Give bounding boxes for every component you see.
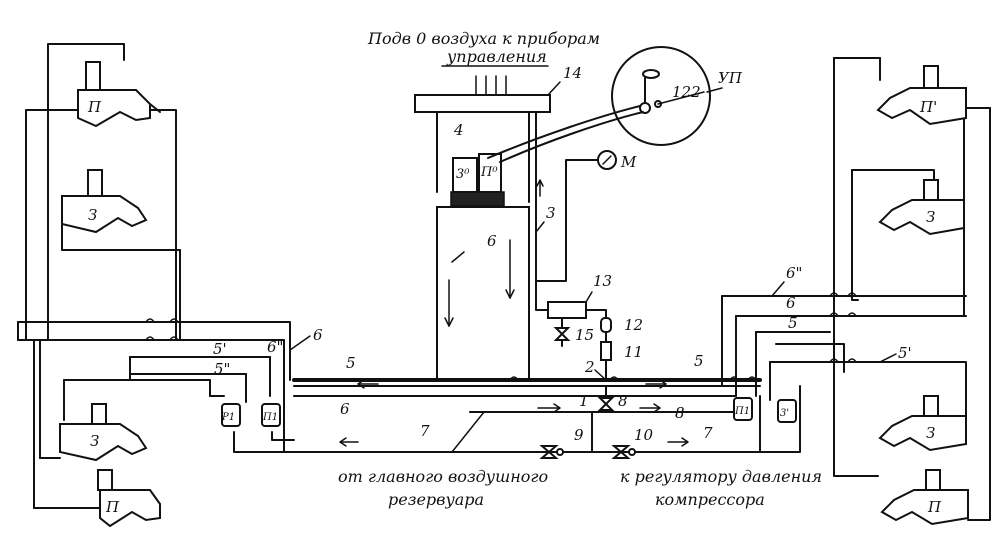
- unit-right-p-top: П': [919, 98, 937, 116]
- right-valve-3-label: 3': [780, 408, 789, 419]
- caption-bottom-right-line2: компрессора: [655, 490, 765, 509]
- left-valve-p1-label: П1: [262, 412, 278, 423]
- callout-6-left: 6: [313, 326, 323, 344]
- left-valve-p1: [261, 403, 281, 427]
- callout-5pp-left: 5": [214, 360, 230, 378]
- right-unit-p-bottom: П: [880, 469, 969, 526]
- left-valve-r1: [221, 403, 241, 427]
- pipe-crossings: [145, 292, 857, 381]
- callout-3-block: 3⁰: [456, 167, 470, 182]
- right-valve-3: [777, 399, 797, 423]
- callout-6pp-left: 6": [267, 338, 283, 356]
- right-valve-p1: [733, 397, 753, 421]
- right-valve-p1-label: П1: [734, 406, 750, 417]
- callout-8-b: 8: [675, 404, 685, 422]
- left-valve-r1-label: Р1: [221, 412, 235, 423]
- callout-15: 15: [575, 326, 594, 344]
- callout-5p-right: 5': [898, 344, 912, 362]
- left-unit-z-top: З: [61, 169, 148, 234]
- valve-8: [597, 397, 615, 411]
- callout-4: 4: [453, 121, 464, 139]
- right-unit-p-top: П': [876, 65, 967, 126]
- callout-5p-left: 5': [213, 340, 227, 358]
- callout-7-left: 7: [420, 422, 430, 440]
- right-unit-z-top: З: [878, 179, 965, 236]
- right-unit-z-bottom: З: [878, 395, 967, 452]
- callout-6-mid: 6: [487, 232, 497, 250]
- callout-11: 11: [624, 343, 643, 361]
- unit-right-z-top: З: [926, 208, 935, 226]
- callout-5-right-b: 5: [788, 314, 798, 332]
- pipe-3: [535, 111, 599, 282]
- housing-4: [436, 111, 530, 203]
- unit-right-z-bottom: З: [926, 424, 935, 442]
- callout-8-a: 8: [618, 392, 628, 410]
- callout-7-right: 7: [703, 424, 713, 442]
- callout-m: М: [620, 153, 637, 171]
- caption-bottom-left-line2: резервуара: [388, 490, 484, 509]
- main-tank: [436, 206, 530, 381]
- caption-bottom-left-line1: от главного воздушного: [338, 467, 548, 486]
- callout-6-low: 6: [340, 400, 350, 418]
- unit-left-p-top: П: [87, 98, 102, 116]
- callout-6pp-right: 6": [786, 264, 802, 282]
- left-unit-z-bottom: З: [59, 403, 148, 462]
- caption-top-line1: Подв 0 воздуха к приборам: [367, 29, 600, 48]
- filter-13: [547, 301, 587, 319]
- supply-arrows: [475, 75, 507, 97]
- callout-14: 14: [563, 64, 582, 82]
- caption-bottom-right-line1: к регулятору давления: [620, 467, 822, 486]
- callout-10: 10: [634, 426, 654, 444]
- control-panel-14: [414, 94, 551, 113]
- unit-right-p-bottom: П: [927, 498, 942, 516]
- valve-10: [611, 445, 631, 459]
- left-unit-p-top: П: [77, 61, 161, 128]
- callout-6-right: 6: [786, 294, 796, 312]
- callout-5-left: 5: [346, 354, 356, 372]
- callout-1: 1: [579, 392, 589, 410]
- part-11: [600, 341, 612, 361]
- valve-9: [539, 445, 559, 459]
- block-3: [452, 157, 478, 193]
- unit-left-z-bottom: З: [90, 432, 99, 450]
- callout-9: 9: [574, 426, 584, 444]
- cable-up-to-block: [487, 105, 641, 159]
- left-unit-p-bottom: П: [97, 469, 161, 528]
- callout-up: УП: [718, 69, 743, 87]
- callout-2: 2: [584, 358, 595, 376]
- right-piping: [721, 57, 991, 521]
- unit-left-z-top: З: [88, 206, 97, 224]
- unit-left-p-bottom: П: [105, 498, 120, 516]
- valve-15: [553, 327, 571, 341]
- part-12: [600, 317, 612, 333]
- callout-12: 12: [624, 316, 643, 334]
- left-piping: [17, 43, 295, 509]
- callout-5-right: 5: [694, 352, 704, 370]
- control-post-up: [611, 46, 711, 146]
- block-base: [450, 191, 505, 207]
- caption-top-line2: управления: [446, 47, 547, 66]
- callout-3: 3: [546, 204, 556, 222]
- callout-p-block: П⁰: [480, 165, 498, 180]
- callout-122: 122: [672, 83, 701, 101]
- callout-13: 13: [593, 272, 612, 290]
